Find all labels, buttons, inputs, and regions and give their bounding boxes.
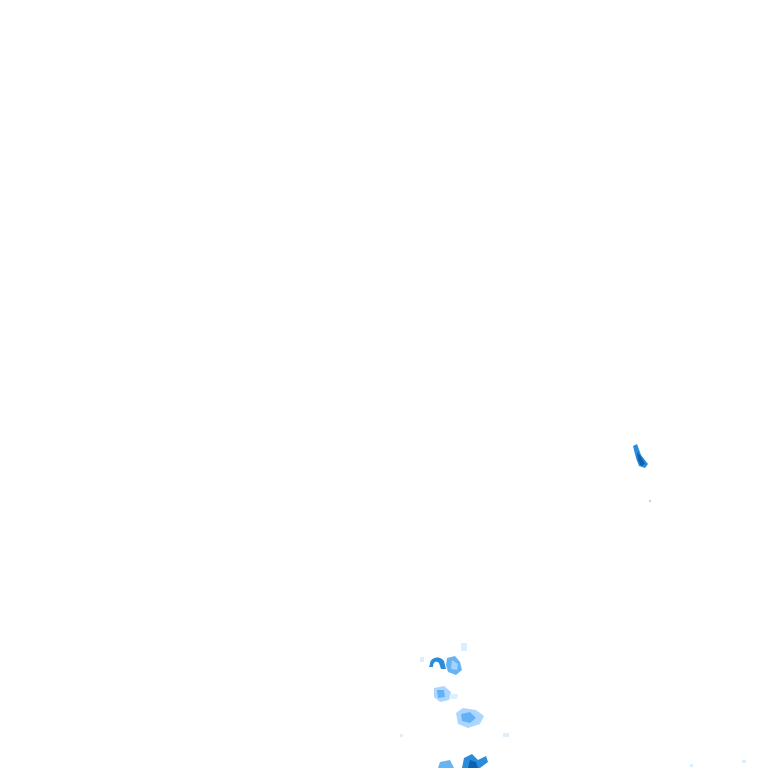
precip-cluster-south — [400, 643, 746, 768]
precip-echo — [637, 452, 645, 466]
precip-echo — [437, 690, 445, 698]
precip-echo — [450, 694, 458, 699]
precip-echo — [451, 660, 458, 670]
precip-echo — [461, 643, 467, 651]
precip-echo — [649, 500, 651, 502]
precip-cell-east — [633, 444, 651, 502]
precip-echo — [429, 657, 446, 669]
precip-echo — [742, 760, 746, 763]
precip-echo — [462, 754, 488, 768]
precip-echo — [503, 733, 509, 737]
precip-echo — [400, 734, 403, 737]
precip-echo — [690, 764, 693, 767]
precip-echo — [438, 760, 454, 768]
precip-echo — [420, 657, 424, 662]
precip-echo — [461, 712, 476, 723]
precip-echo — [468, 760, 478, 768]
